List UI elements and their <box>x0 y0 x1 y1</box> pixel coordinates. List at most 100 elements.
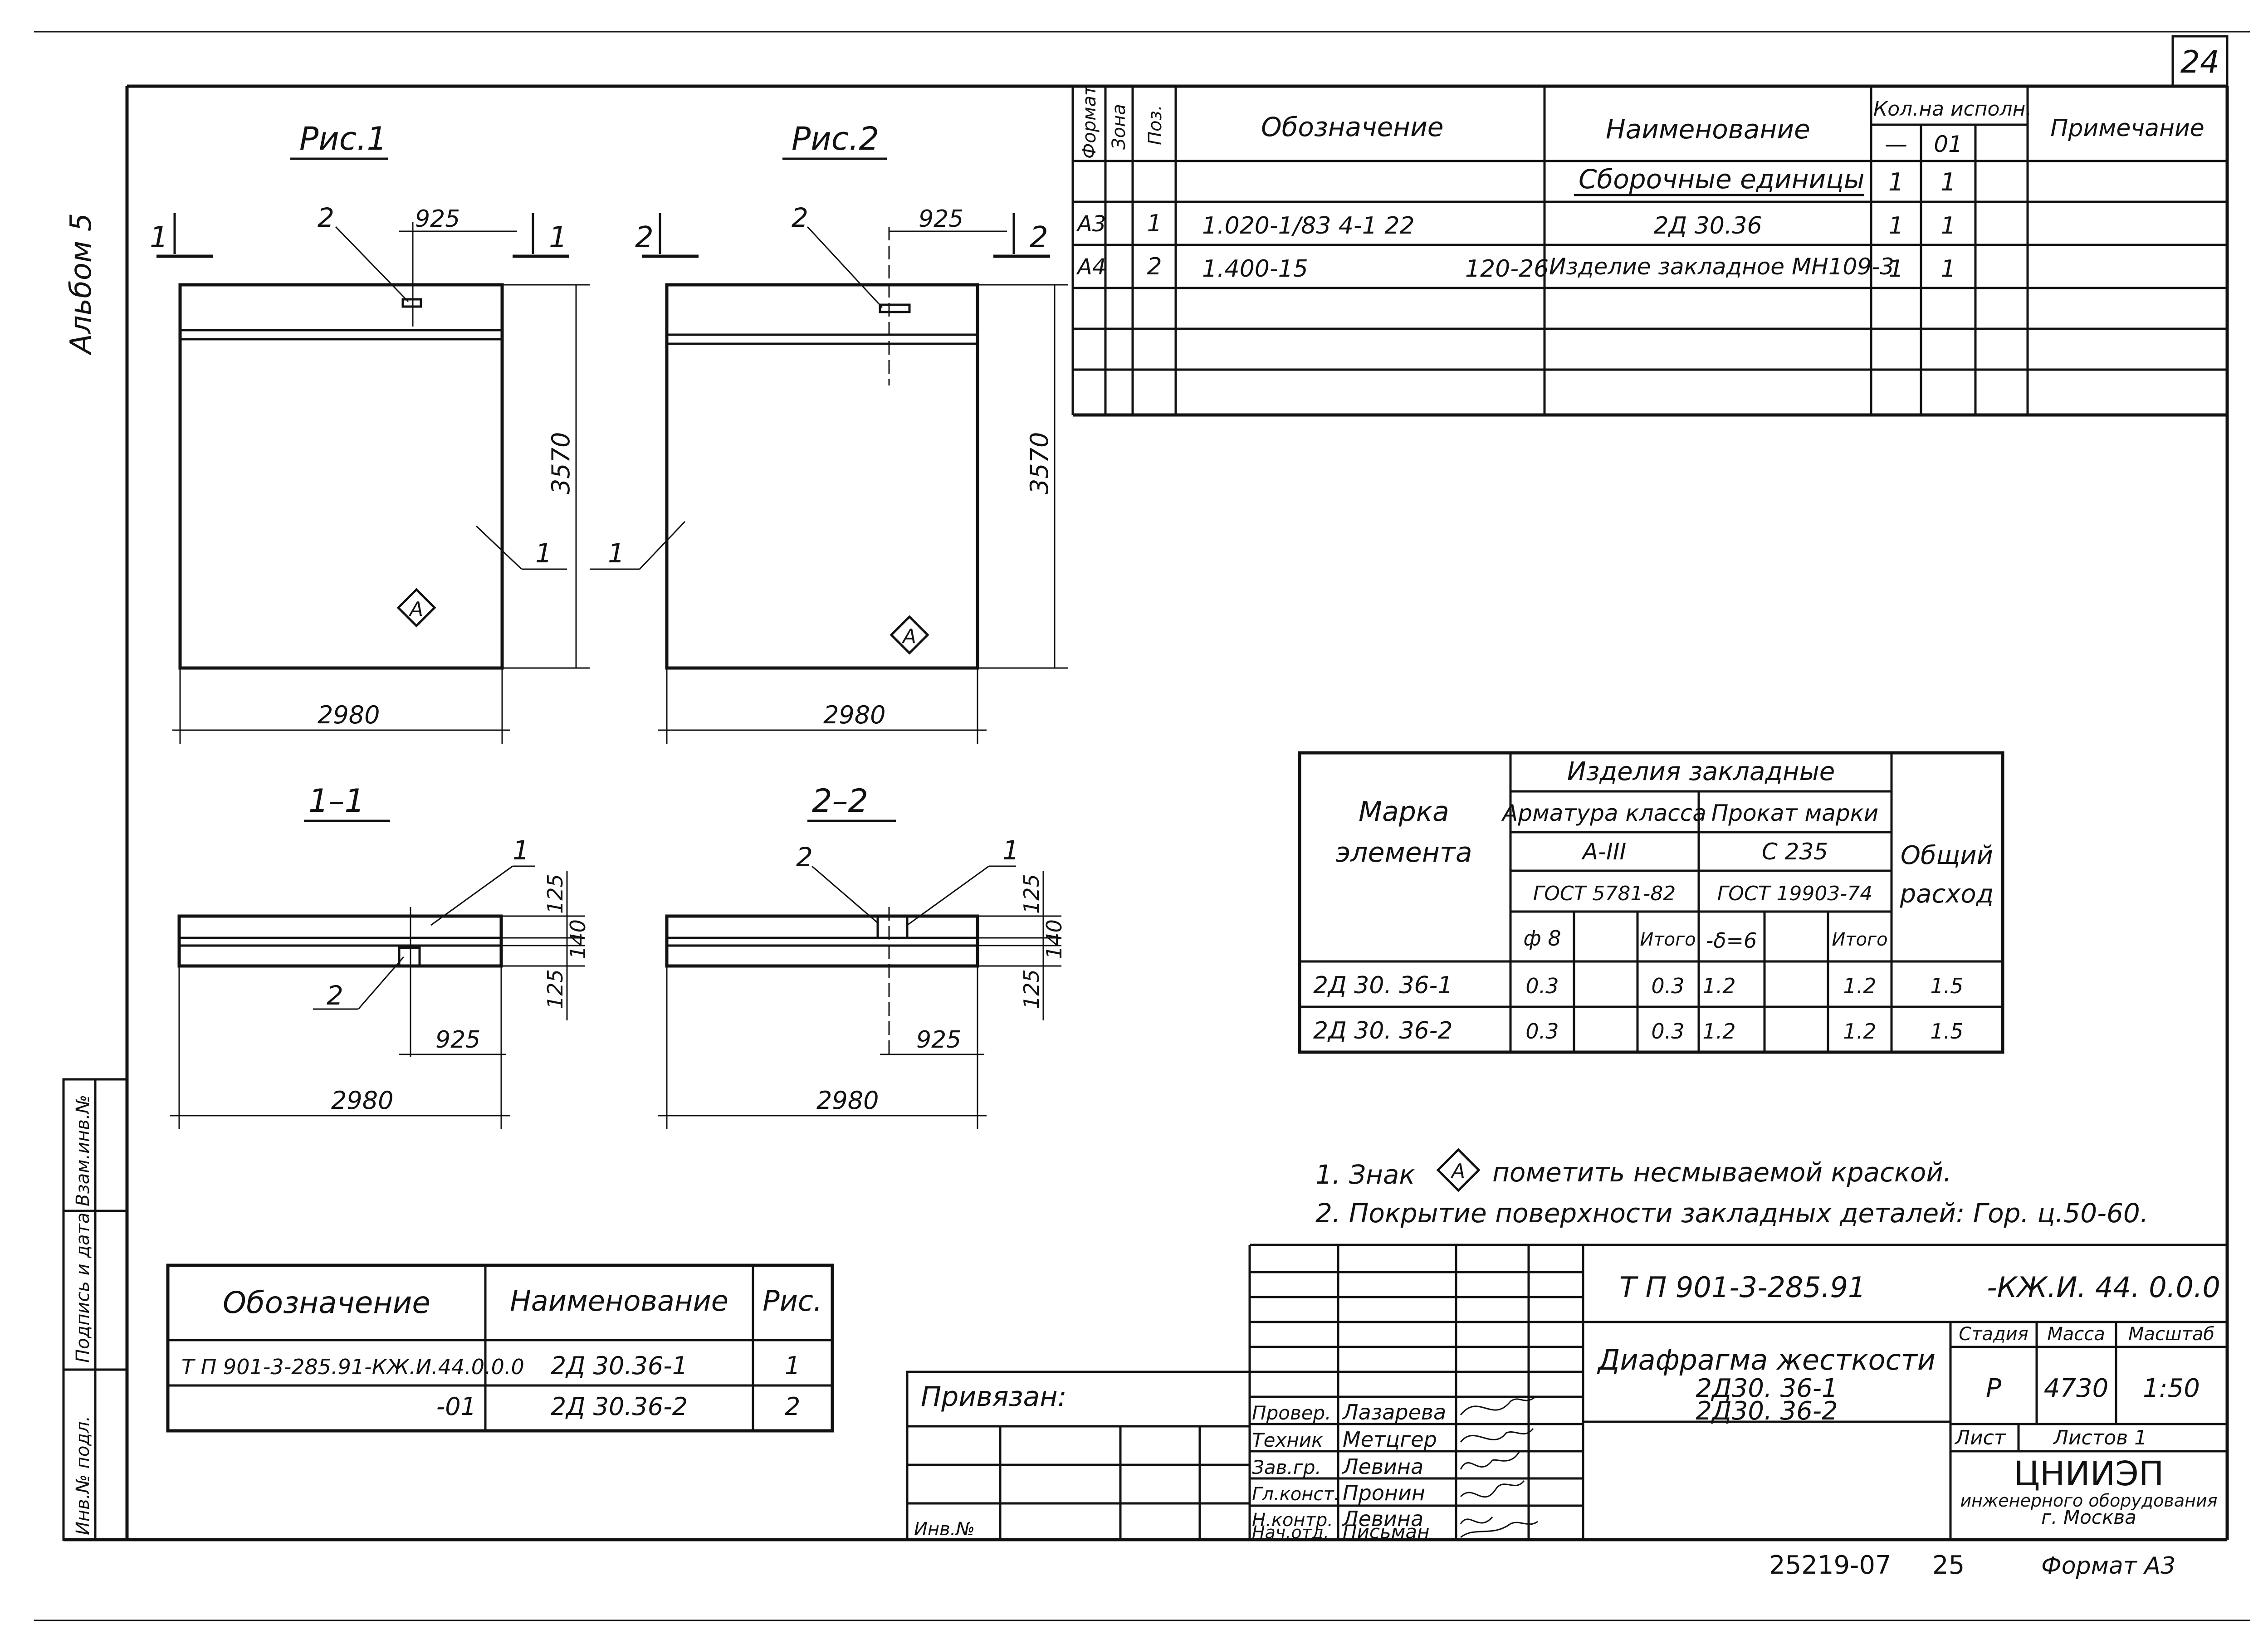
sec11-pos2: 2 <box>327 980 343 1011</box>
tb-org-l2: инженерного оборудования <box>1960 1491 2217 1511</box>
sec22-dim-t2: 140 <box>1042 919 1066 959</box>
embed-rebar-gost: ГОСТ 5781-82 <box>1533 882 1676 905</box>
tb-role-6: Нач.отд. <box>1252 1522 1329 1542</box>
spec-row1-pos: 1 <box>1147 210 1162 237</box>
tb-stage: Р <box>1986 1374 2001 1403</box>
section-1-1: 1–1 1 2 125 140 125 925 2980 <box>170 782 590 1129</box>
embed-title: Изделия закладные <box>1567 757 1835 786</box>
embed-sub-itogo1: Итого <box>1640 929 1696 950</box>
footer: 25219-07 25 Формат А3 <box>1769 1551 2175 1580</box>
spec-h-qty-b: 01 <box>1934 131 1963 157</box>
var-h-designation: Обозначение <box>223 1285 430 1320</box>
sheet-frame: 24 Альбом 5 <box>34 31 2250 1621</box>
fig2-pos1: 1 <box>608 538 625 569</box>
var-row1-name: 2Д 30.36-1 <box>551 1351 688 1380</box>
embed-row1-v0: 0.3 <box>1525 974 1559 998</box>
tb-stage-h: Стадия <box>1959 1324 2028 1345</box>
spec-table: Формат Зона Поз. Обозначение Наименовани… <box>1071 84 2227 417</box>
signatures <box>1460 1396 1538 1538</box>
fig2-title: Рис.2 <box>792 120 879 157</box>
tb-name-4: Пронин <box>1343 1481 1425 1505</box>
sec22-dim-width: 2980 <box>816 1086 879 1115</box>
fig1-dim-offset: 925 <box>415 205 460 233</box>
tb-name-2: Метцгер <box>1343 1427 1437 1452</box>
spec-row1-designation: 1.020-1/83 4-1 22 <box>1202 212 1415 239</box>
embed-steel: Прокат марки <box>1711 800 1879 826</box>
sec22-pos2: 2 <box>796 842 813 873</box>
spec-row1-q2: 1 <box>1941 212 1955 239</box>
stamp-inv-podl: Инв.№ подл. <box>73 1416 93 1535</box>
sec22-dim-offset: 925 <box>916 1026 961 1054</box>
embed-row1-v5: 1.2 <box>1843 974 1876 998</box>
var-row2-designation: -01 <box>436 1392 476 1421</box>
sec22-dim-t1-top: 125 <box>1019 874 1044 914</box>
figure-1: Рис.1 1 1 2 925 3570 2980 1 <box>150 120 590 744</box>
sec11-dim-offset: 925 <box>435 1026 480 1054</box>
section-2-2: 2–2 2 1 125 140 125 925 2980 <box>658 782 1066 1129</box>
embed-row2-v5: 1.2 <box>1843 1019 1876 1044</box>
sec11-pos1: 1 <box>513 835 529 866</box>
figure-2: Рис.2 2 2 2 925 3570 2980 1 А <box>590 120 1068 744</box>
embed-steel-grade: С 235 <box>1762 839 1828 865</box>
tb-code-left: Т П 901-3-285.91 <box>1619 1271 1866 1304</box>
spec-row1-format: А3 <box>1076 211 1106 237</box>
embed-sub-f8: ф 8 <box>1523 926 1561 951</box>
spec-row2-q1: 1 <box>1888 255 1903 283</box>
spec-section-q2: 1 <box>1941 168 1956 196</box>
sec11-title: 1–1 <box>308 782 365 819</box>
spec-h-qty: Кол.на исполн. <box>1873 98 2032 121</box>
embed-rebar-class: А-III <box>1581 839 1626 865</box>
spec-row1-q1: 1 <box>1888 212 1903 239</box>
embed-row2-total: 1.5 <box>1930 1019 1963 1044</box>
spec-row2-format: А4 <box>1076 254 1106 280</box>
spec-h-zone: Зона <box>1109 104 1129 150</box>
spec-h-note: Примечание <box>2050 115 2204 142</box>
fig2-dim-offset: 925 <box>919 205 963 233</box>
fig2-pos2: 2 <box>792 202 808 233</box>
title-block: Привязан: Инв.№ Провер. Лазарева Техник … <box>906 1244 2227 1543</box>
embed-sub-itogo2: Итого <box>1832 929 1887 950</box>
cut-label-1-right: 1 <box>549 221 567 254</box>
tb-name-1: Лазарева <box>1342 1400 1446 1424</box>
footer-format: Формат А3 <box>2041 1552 2175 1580</box>
embed-total-h1: Общий <box>1901 841 1993 870</box>
tb-org: ЦНИИЭП <box>2014 1454 2164 1493</box>
spec-row2-name: Изделие закладное МН109-3 <box>1549 254 1894 280</box>
sec22-pos1: 1 <box>1002 835 1019 866</box>
album-label: Альбом 5 <box>64 213 98 356</box>
embed-rebar: Арматура класса <box>1501 800 1706 826</box>
tb-scale: 1:50 <box>2143 1374 2200 1403</box>
spec-row2-designation: 1.400-15 <box>1202 255 1308 283</box>
tb-role-1: Провер. <box>1252 1402 1331 1424</box>
fig2-dim-width: 2980 <box>823 701 885 729</box>
tb-title: Диафрагма жесткости <box>1597 1343 1936 1376</box>
fig1-pos1: 1 <box>535 538 552 569</box>
tb-code-right: -КЖ.И. 44. 0.0.0 <box>1987 1271 2220 1304</box>
embed-steel-gost: ГОСТ 19903-74 <box>1717 882 1873 905</box>
tb-scale-h: Масштаб <box>2128 1324 2214 1345</box>
spec-section-q1: 1 <box>1888 168 1904 196</box>
sec22-title: 2–2 <box>812 782 868 819</box>
spec-row2-q2: 1 <box>1941 255 1955 283</box>
var-h-name: Наименование <box>510 1284 728 1317</box>
embed-row2-v3: 1.2 <box>1702 1019 1735 1044</box>
tb-title-l3: 2Д30. 36-2 <box>1696 1396 1838 1426</box>
tb-sheet-h: Лист <box>1954 1426 2006 1449</box>
tb-name-5: Левина <box>1342 1507 1423 1531</box>
note-1-post: пометить несмываемой краской. <box>1492 1157 1951 1188</box>
stamp-podpis-data: Подпись и дата <box>73 1213 93 1363</box>
cut-label-2-right: 2 <box>1030 221 1048 254</box>
tb-role-4: Гл.конст. <box>1252 1484 1339 1505</box>
stamp-vzam-inv: Взам.инв.№ <box>73 1095 93 1206</box>
fig1-dim-width: 2980 <box>318 701 380 729</box>
spec-row2-designation2: 120-26 <box>1465 255 1549 283</box>
footer-num2: 25 <box>1932 1551 1965 1580</box>
sec11-dim-t1-top: 125 <box>543 874 567 914</box>
tb-mass-h: Масса <box>2047 1324 2105 1345</box>
tb-role-2: Техник <box>1252 1429 1323 1451</box>
embed-mark-h1: Марка <box>1359 796 1449 828</box>
cut-label-2-left: 2 <box>635 221 654 254</box>
var-row1-fig: 1 <box>785 1351 800 1380</box>
embed-table: Изделия закладные Марка элемента Арматур… <box>1298 751 2004 1054</box>
tb-name-6: Письман <box>1343 1521 1430 1543</box>
